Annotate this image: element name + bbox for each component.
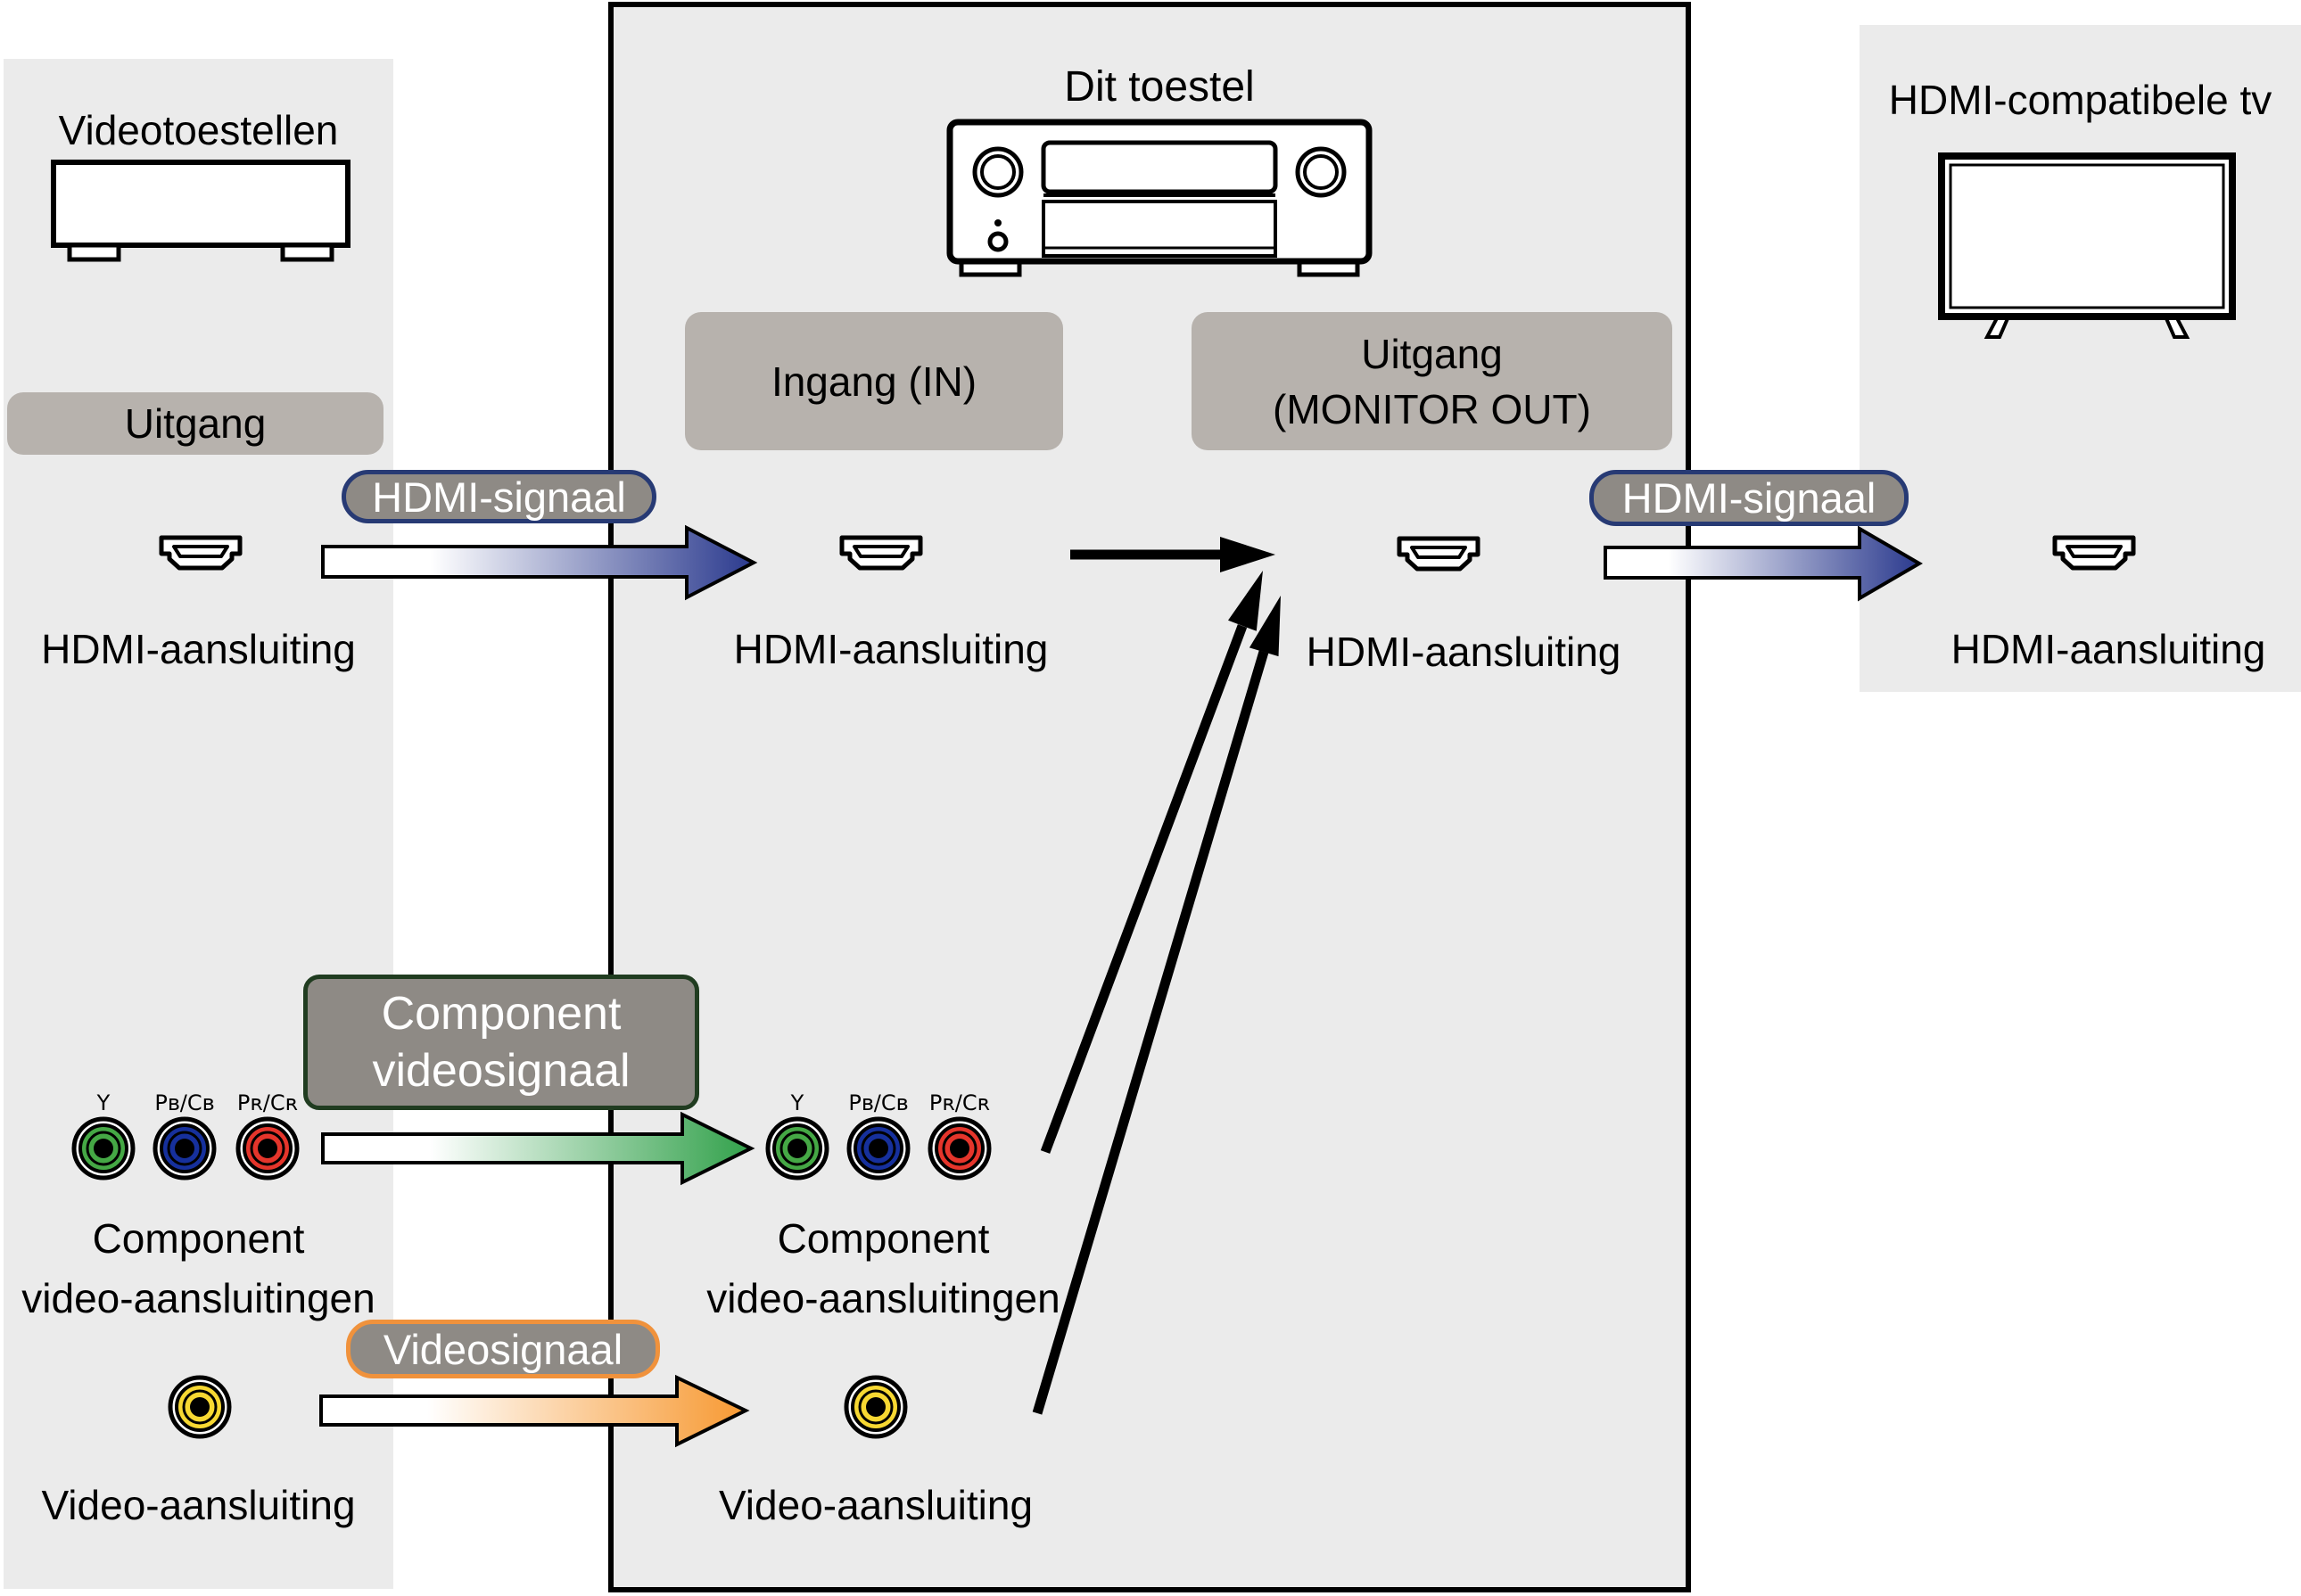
component-y-label-source: Y: [96, 1090, 111, 1115]
unit-input-box: Ingang (IN): [685, 312, 1063, 450]
video-signal-pill-label: Videosignaal: [383, 1325, 623, 1373]
video-signal-arrow: [319, 1374, 750, 1448]
hdmi-connector-icon-unit-out: [1397, 536, 1480, 572]
component-pr-label-source: Pʀ/Cʀ: [236, 1090, 299, 1115]
unit-monitor-out-line1: Uitgang: [1361, 330, 1503, 377]
tv-panel: [1860, 25, 2301, 692]
rca-connector-yellow-unit: [844, 1375, 908, 1439]
tv-icon: [1938, 152, 2236, 339]
this-unit-panel: [608, 2, 1691, 1592]
component-pb-label-unit: Pʙ/Cʙ: [848, 1090, 909, 1115]
component-signal-box: Component videosignaal: [303, 975, 699, 1110]
video-label-source: Video-aansluiting: [41, 1482, 356, 1528]
rca-connector-red-source: [235, 1116, 300, 1181]
video-label-unit: Video-aansluiting: [718, 1482, 1034, 1528]
hdmi-connector-icon-tv: [2052, 535, 2136, 571]
video-signal-pill: Videosignaal: [346, 1320, 660, 1378]
hdmi-signal-pill-left-label: HDMI-signaal: [372, 473, 626, 521]
hdmi-signal-arrow-right: [1604, 525, 1923, 602]
rca-connector-yellow-source: [168, 1375, 232, 1439]
hdmi-label-unit-in: HDMI-aansluiting: [733, 626, 1049, 672]
hdmi-passthrough-arrow: [1070, 537, 1275, 572]
unit-input-box-label: Ingang (IN): [771, 358, 977, 405]
hdmi-signal-arrow-left: [321, 524, 758, 601]
unit-monitor-out-box: Uitgang (MONITOR OUT): [1192, 312, 1672, 450]
component-upconversion-arrow: [1040, 571, 1263, 1154]
hdmi-label-tv: HDMI-aansluiting: [1950, 626, 2266, 672]
component-signal-line2: videosignaal: [372, 1045, 631, 1097]
hdmi-connector-icon-source: [159, 535, 243, 571]
component-label-source-line1: Component: [92, 1215, 305, 1262]
unit-monitor-out-line2: (MONITOR OUT): [1273, 385, 1591, 432]
component-label-unit-line1: Component: [777, 1215, 990, 1262]
hdmi-signal-pill-right-label: HDMI-signaal: [1621, 474, 1876, 522]
component-y-label-unit: Y: [790, 1090, 804, 1115]
component-label-source: Component video-aansluitingen: [0, 1215, 397, 1321]
rca-connector-blue-source: [153, 1116, 217, 1181]
hdmi-connector-icon-unit-in: [839, 535, 923, 571]
this-unit-title: Dit toestel: [1064, 63, 1255, 111]
hdmi-signal-pill-left: HDMI-signaal: [342, 470, 656, 523]
source-output-box: Uitgang: [7, 392, 384, 455]
component-signal-arrow: [321, 1111, 755, 1186]
component-label-source-line2: video-aansluitingen: [21, 1275, 375, 1321]
hdmi-signal-pill-right: HDMI-signaal: [1589, 470, 1909, 526]
source-output-box-label: Uitgang: [124, 400, 267, 447]
component-label-unit: Component video-aansluitingen: [685, 1215, 1082, 1321]
component-signal-line1: Component: [381, 988, 622, 1040]
video-device-icon: [51, 160, 351, 262]
hdmi-label-source: HDMI-aansluiting: [41, 626, 356, 672]
rca-connector-green-source: [71, 1116, 136, 1181]
source-devices-panel: [4, 59, 393, 1589]
video-upconversion-arrow: [1032, 596, 1281, 1415]
tv-title: HDMI-compatibele tv: [1888, 77, 2272, 123]
source-devices-title: Videotoestellen: [58, 107, 339, 153]
rca-connector-red-unit: [928, 1116, 992, 1181]
rca-connector-green-unit: [765, 1116, 829, 1181]
component-label-unit-line2: video-aansluitingen: [706, 1275, 1060, 1321]
rca-connector-blue-unit: [846, 1116, 911, 1181]
hdmi-label-unit-out: HDMI-aansluiting: [1306, 629, 1621, 675]
component-pb-label-source: Pʙ/Cʙ: [154, 1090, 215, 1115]
component-pr-label-unit: Pʀ/Cʀ: [928, 1090, 991, 1115]
av-receiver-icon: [946, 119, 1373, 277]
